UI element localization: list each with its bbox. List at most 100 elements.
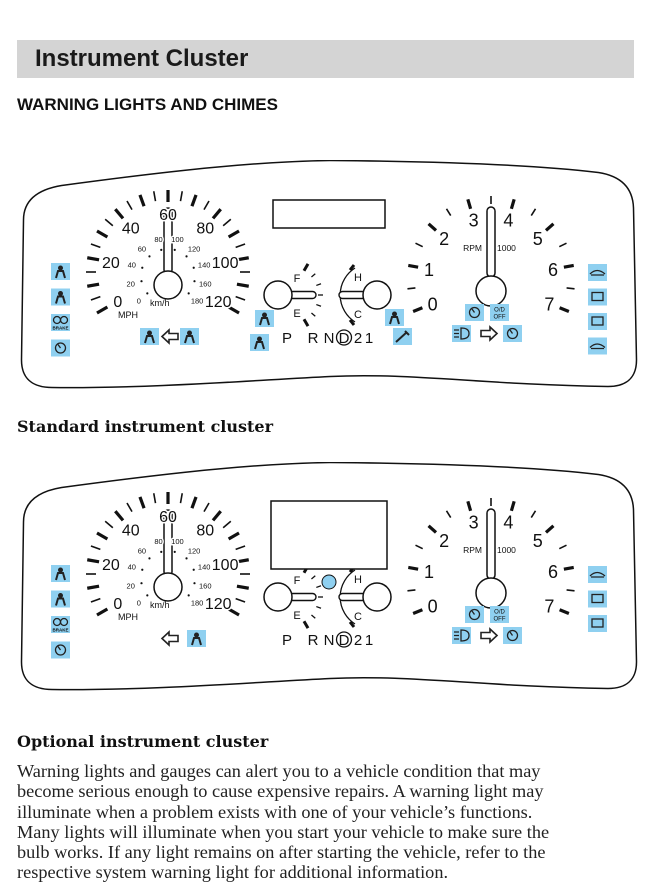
tachometer-tick xyxy=(558,544,567,550)
charging-system-icon xyxy=(588,615,607,632)
fuel-gauge-tick xyxy=(316,605,322,609)
off-label: OFF xyxy=(494,315,506,321)
gear-indicator-N: N xyxy=(324,330,335,347)
body-line: Many lights will illuminate when you sta… xyxy=(17,821,550,842)
speedometer-tick xyxy=(90,295,101,301)
door-ajar-icon xyxy=(187,630,206,647)
icon-glyph xyxy=(54,644,67,656)
fuel-gauge-tick xyxy=(316,283,322,287)
kmh-label: 120 xyxy=(188,244,201,253)
tachometer-tick xyxy=(559,306,570,313)
message-display xyxy=(272,199,386,229)
speedometer-tick xyxy=(86,584,100,590)
temp-cold-label: C xyxy=(354,309,362,321)
brake-label: BRAKE xyxy=(52,628,68,633)
speedometer-tick xyxy=(90,545,101,551)
kmh-label: 160 xyxy=(199,279,212,288)
kmh-label: 60 xyxy=(138,244,146,253)
temp-hot-label: H xyxy=(354,574,362,586)
tachometer-tick xyxy=(566,589,575,592)
message-display xyxy=(270,500,388,570)
kmh-dot xyxy=(141,266,144,269)
rpm-label: 3 xyxy=(469,512,479,532)
speedometer-tick xyxy=(96,229,109,239)
icon-glyph xyxy=(509,631,514,636)
kmh-label: 40 xyxy=(128,562,136,571)
arrow-shape xyxy=(160,328,179,345)
icon-glyph xyxy=(194,632,199,638)
rpm-label: 4 xyxy=(503,512,513,532)
service-engine-soon-icon xyxy=(393,328,412,345)
gear-indicator-N: N xyxy=(324,632,335,649)
tachometer-tick xyxy=(563,263,575,269)
mph-label: 60 xyxy=(159,207,177,224)
tachometer-tick xyxy=(544,524,555,534)
mph-label: 0 xyxy=(113,294,122,311)
mph-unit: MPH xyxy=(118,612,138,622)
speedometer-tick xyxy=(222,520,232,529)
tachometer-tick xyxy=(566,287,575,290)
speedometer-tick xyxy=(104,520,114,529)
temp-gauge-tick xyxy=(348,264,356,271)
speedometer-tick xyxy=(114,510,125,522)
low-washer-fluid-icon xyxy=(588,337,607,355)
kmh-dot xyxy=(146,292,149,295)
speedometer-tick xyxy=(236,584,250,590)
speedometer-tick xyxy=(96,305,109,315)
fuel-empty-label: E xyxy=(293,308,300,320)
speedometer-hub xyxy=(153,572,183,602)
gear-indicator-1: 1 xyxy=(365,632,373,649)
indicator-background xyxy=(588,313,607,330)
icon-glyph xyxy=(454,327,470,340)
icon-glyph xyxy=(54,342,67,354)
rpm-label: 3 xyxy=(469,210,479,230)
tachometer-tick xyxy=(530,208,537,216)
rpm-multiplier: 1000 xyxy=(497,243,516,253)
gear-indicator-D: D xyxy=(339,330,350,347)
speedometer-tick xyxy=(126,200,133,211)
seatbelt-icon xyxy=(51,288,70,306)
gear-indicator-D: D xyxy=(339,632,350,649)
off-label: OFF xyxy=(494,617,506,623)
coolant-temp-icon xyxy=(385,309,404,326)
speedometer-tick xyxy=(138,496,146,509)
speedometer-tick xyxy=(190,194,198,207)
mph-label: 120 xyxy=(205,294,232,311)
kmh-label: 0 xyxy=(137,296,141,305)
icon-glyph xyxy=(392,311,397,317)
icon-glyph xyxy=(55,572,66,581)
kmh-dot xyxy=(193,280,196,283)
speedometer-tick xyxy=(86,282,100,288)
headlamp-icon xyxy=(452,325,471,342)
fuel-cap-icon xyxy=(250,334,269,351)
gear-indicator-1: 1 xyxy=(365,330,373,347)
fuel-gauge-tick xyxy=(311,614,316,619)
gear-indicator-P: P xyxy=(282,632,292,649)
abs-icon xyxy=(51,641,70,659)
section-title: Instrument Cluster xyxy=(35,45,249,72)
kmh-label: 120 xyxy=(188,546,201,555)
fuel-gauge-tick xyxy=(311,575,316,580)
check-engine-icon xyxy=(588,590,607,608)
rpm-label: 6 xyxy=(548,260,558,280)
tachometer-tick xyxy=(445,510,452,518)
body-line: Warning lights and gauges can alert you … xyxy=(17,761,541,781)
tachometer-tick xyxy=(407,565,419,571)
selected-gear-ring xyxy=(335,329,353,346)
tachometer-tick xyxy=(563,565,575,571)
icon-glyph xyxy=(589,343,606,350)
temp-gauge-hub xyxy=(362,280,392,310)
kmh-dot xyxy=(193,582,196,585)
speedometer-tick xyxy=(126,502,133,513)
mph-label: 20 xyxy=(102,255,120,272)
tire-pressure-icon xyxy=(503,627,522,644)
speedometer-tick xyxy=(152,493,157,504)
icon-glyph xyxy=(187,330,192,336)
kmh-label: 100 xyxy=(171,537,184,546)
icon-glyph xyxy=(509,329,514,334)
speedometer-tick xyxy=(104,218,114,227)
kmh-dot xyxy=(187,594,190,597)
speedometer-tick xyxy=(190,496,198,509)
kmh-unit: km/h xyxy=(150,298,170,308)
